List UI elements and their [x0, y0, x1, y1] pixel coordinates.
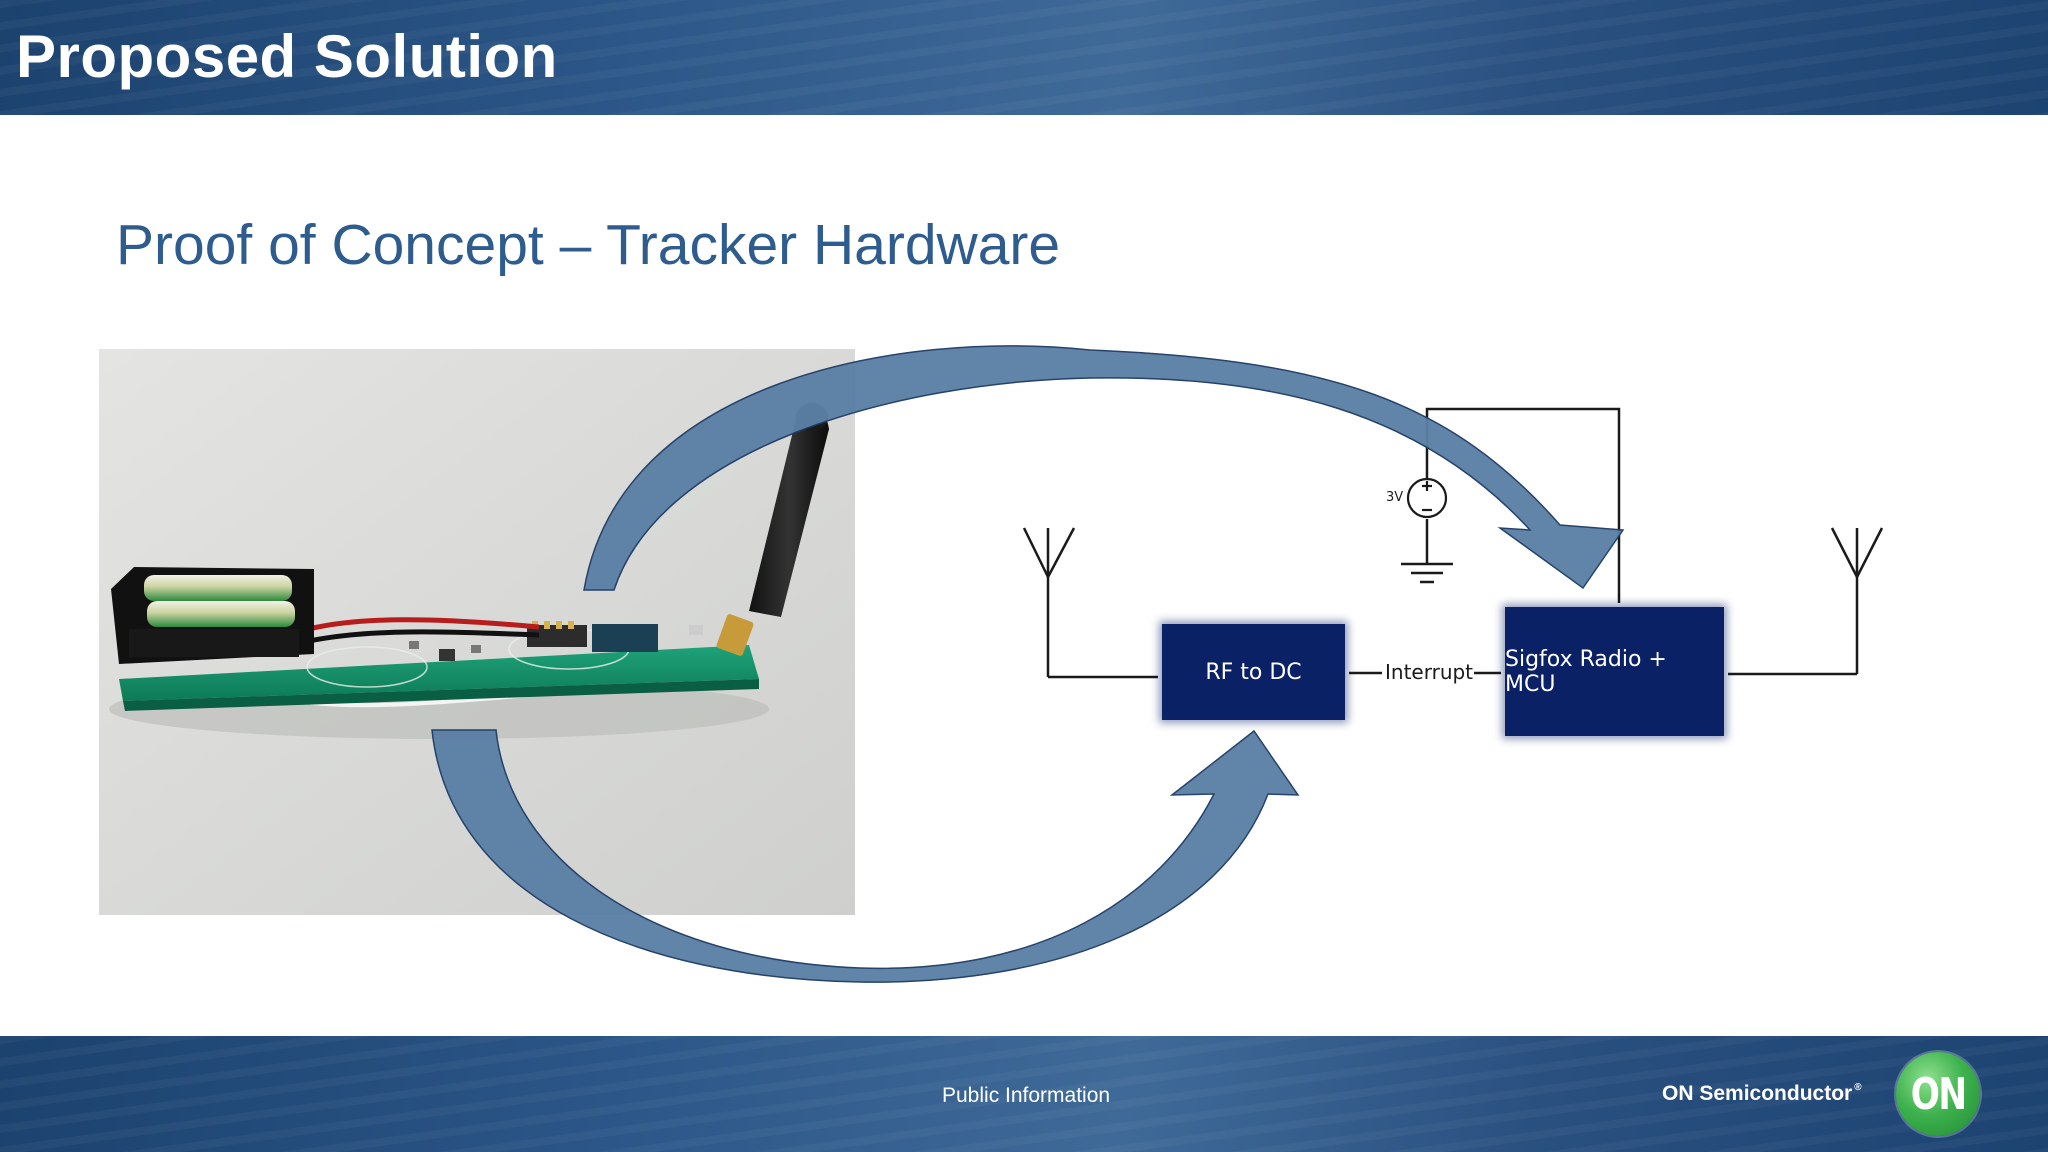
rf-to-dc-block: RF to DC [1162, 624, 1345, 720]
interrupt-label: Interrupt [1384, 660, 1475, 684]
slide-subtitle: Proof of Concept – Tracker Hardware [116, 213, 1061, 277]
voltage-label: 3V [1386, 490, 1404, 505]
brand-name-text: ON Semiconductor [1662, 1082, 1853, 1105]
sigfox-radio-mcu-block: Sigfox Radio + MCU [1505, 607, 1724, 736]
ground-icon [1401, 562, 1453, 584]
registered-mark: ® [1854, 1082, 1862, 1093]
curved-arrow-bottom [431, 729, 1300, 983]
classification-label: Public Information [942, 1084, 1111, 1107]
logo-text: ON [1910, 1068, 1967, 1120]
brand-name: ON Semiconductor® [1662, 1082, 1862, 1106]
voltage-source-icon [1406, 477, 1448, 519]
curved-arrow-top [583, 345, 1625, 591]
header-bar: Proposed Solution [0, 0, 2048, 115]
slide-title: Proposed Solution [16, 23, 558, 90]
footer-bar: Public Information ON Semiconductor® ON [0, 1036, 2048, 1152]
antenna-right-icon [1830, 527, 1884, 674]
on-logo-icon: ON [1896, 1052, 1980, 1136]
antenna-left-icon [1022, 527, 1076, 677]
